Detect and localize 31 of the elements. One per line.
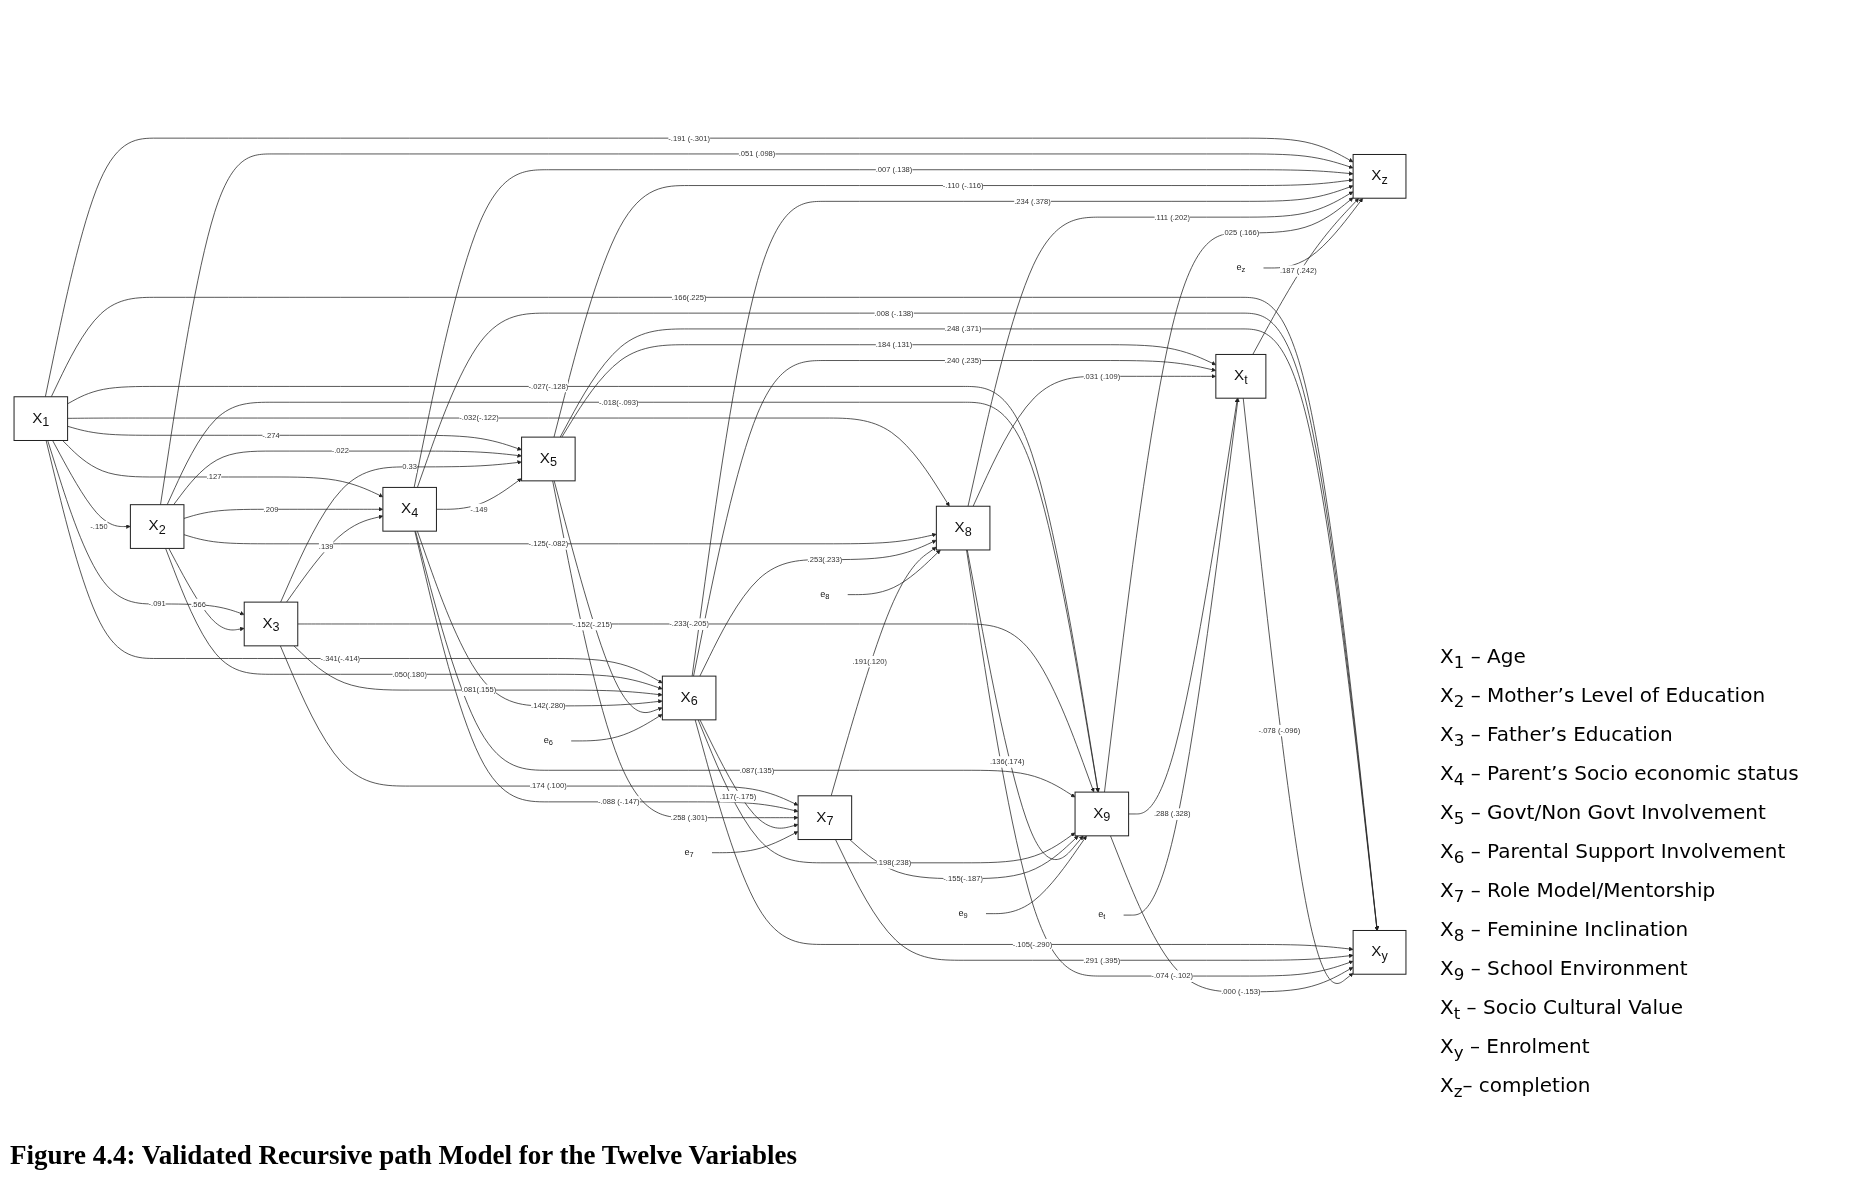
node-box: X$_{8}$ [935, 505, 991, 551]
node-box: X$_{7}$ [797, 795, 853, 841]
key-text: X$_{2}$ – Mother’s Level of Education [1440, 682, 1767, 713]
node-text: e$_{7}$ [684, 846, 694, 859]
node-box: X$_{9}$ [1074, 791, 1130, 837]
key-text: X$_{5}$ – Govt/Non Govt Involvement [1440, 799, 1767, 830]
key-text: X$_{6}$ – Parental Support Involvement [1440, 838, 1787, 869]
node-box: X$_{5}$ [521, 436, 576, 482]
node-box: X$_{t}$ [1215, 353, 1267, 399]
key-text: X$_{3}$ – Father’s Education [1440, 721, 1674, 752]
figure-caption: Figure 4.4: Validated Recursive path Model for the Twelve Variables [10, 1140, 797, 1171]
key-text: X$_{4}$ – Parent’s Socio economic status [1440, 760, 1800, 791]
key-text: X$_{8}$ – Feminine Inclination [1440, 916, 1690, 947]
node-box: X$_{2}$ [129, 504, 185, 549]
node-box: X$_{4}$ [382, 486, 437, 532]
node-box: X$_{y}$ [1352, 930, 1407, 975]
key-text: X$_{y}$ – Enrolment [1440, 1033, 1591, 1064]
node-box: X$_{3}$ [243, 601, 299, 647]
node-box: X$_{6}$ [661, 675, 717, 721]
key-text: X$_{1}$ – Age [1440, 643, 1527, 674]
node-box: X$_{1}$ [13, 396, 69, 441]
node-text: e$_{t}$ [1098, 909, 1106, 921]
node-text: e$_{8}$ [820, 588, 830, 601]
node-text: e$_{9}$ [958, 907, 968, 920]
node-text: e$_{6}$ [543, 734, 553, 747]
node-text: e$_{z}$ [1236, 261, 1246, 274]
key-text: X$_{z}$– completion [1440, 1072, 1592, 1103]
key-text: X$_{7}$ – Role Model/Mentorship [1440, 877, 1717, 908]
node-box: X$_{z}$ [1352, 154, 1407, 199]
key-text: X$_{9}$ – School Environment [1440, 955, 1689, 986]
key-text: X$_{t}$ – Socio Cultural Value [1440, 994, 1685, 1025]
